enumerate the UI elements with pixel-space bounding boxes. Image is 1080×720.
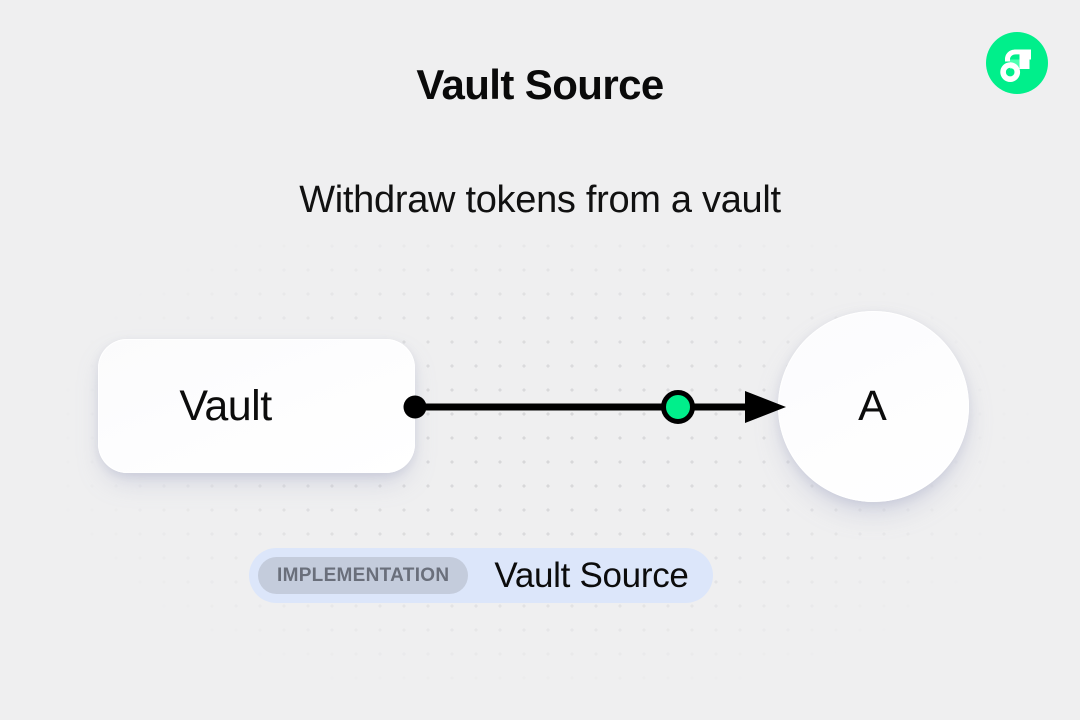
node-a[interactable]: A: [778, 311, 969, 502]
flow-logo-icon: [986, 32, 1048, 94]
page-title: Vault Source: [416, 61, 664, 108]
page-subtitle: Withdraw tokens from a vault: [299, 179, 781, 221]
node-vault[interactable]: Vault: [98, 339, 415, 473]
node-vault-label: Vault: [179, 381, 272, 430]
node-a-label: A: [858, 382, 887, 430]
source-port-dot[interactable]: [403, 395, 427, 419]
implementation-badge[interactable]: IMPLEMENTATION Vault Source: [249, 548, 713, 603]
edge-handle-dot[interactable]: [661, 390, 695, 424]
implementation-tag: IMPLEMENTATION: [258, 557, 469, 594]
arrow-head-icon: [745, 391, 786, 423]
implementation-name: Vault Source: [494, 555, 689, 595]
